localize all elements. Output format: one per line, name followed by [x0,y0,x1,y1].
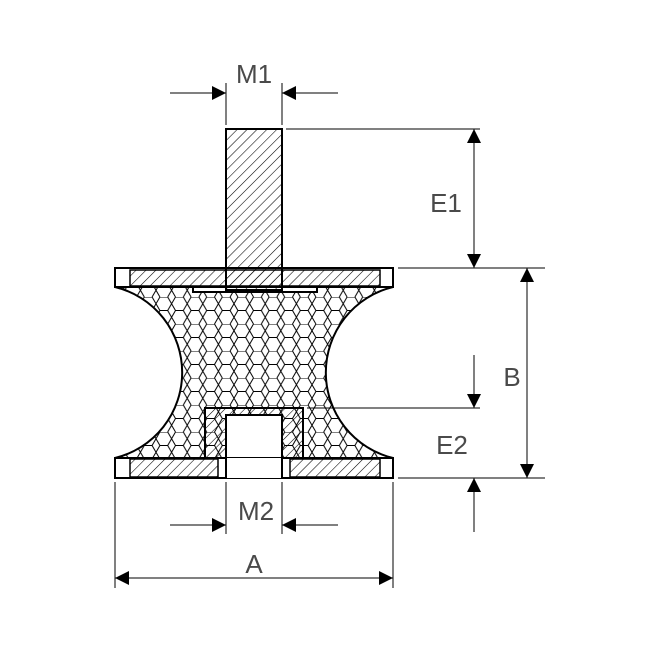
dimension-b: B [398,268,545,479]
label-e1: E1 [430,188,462,218]
bottom-flange-right-hatch [289,458,381,478]
bottom-flange-left-hatch [129,458,219,478]
top-stud [225,128,283,291]
label-b: B [503,362,520,392]
dimension-m2: M2 [170,482,338,534]
label-a: A [245,549,263,579]
label-e2: E2 [436,430,468,460]
dimension-e2: E2 [307,355,481,532]
label-m1: M1 [236,59,272,89]
dimension-a: A [114,482,394,588]
label-m2: M2 [238,496,274,526]
dimension-m1: M1 [170,59,338,125]
rubber-body [114,286,394,459]
dimension-e1: E1 [286,128,545,269]
bottom-bore-gap [226,458,282,478]
